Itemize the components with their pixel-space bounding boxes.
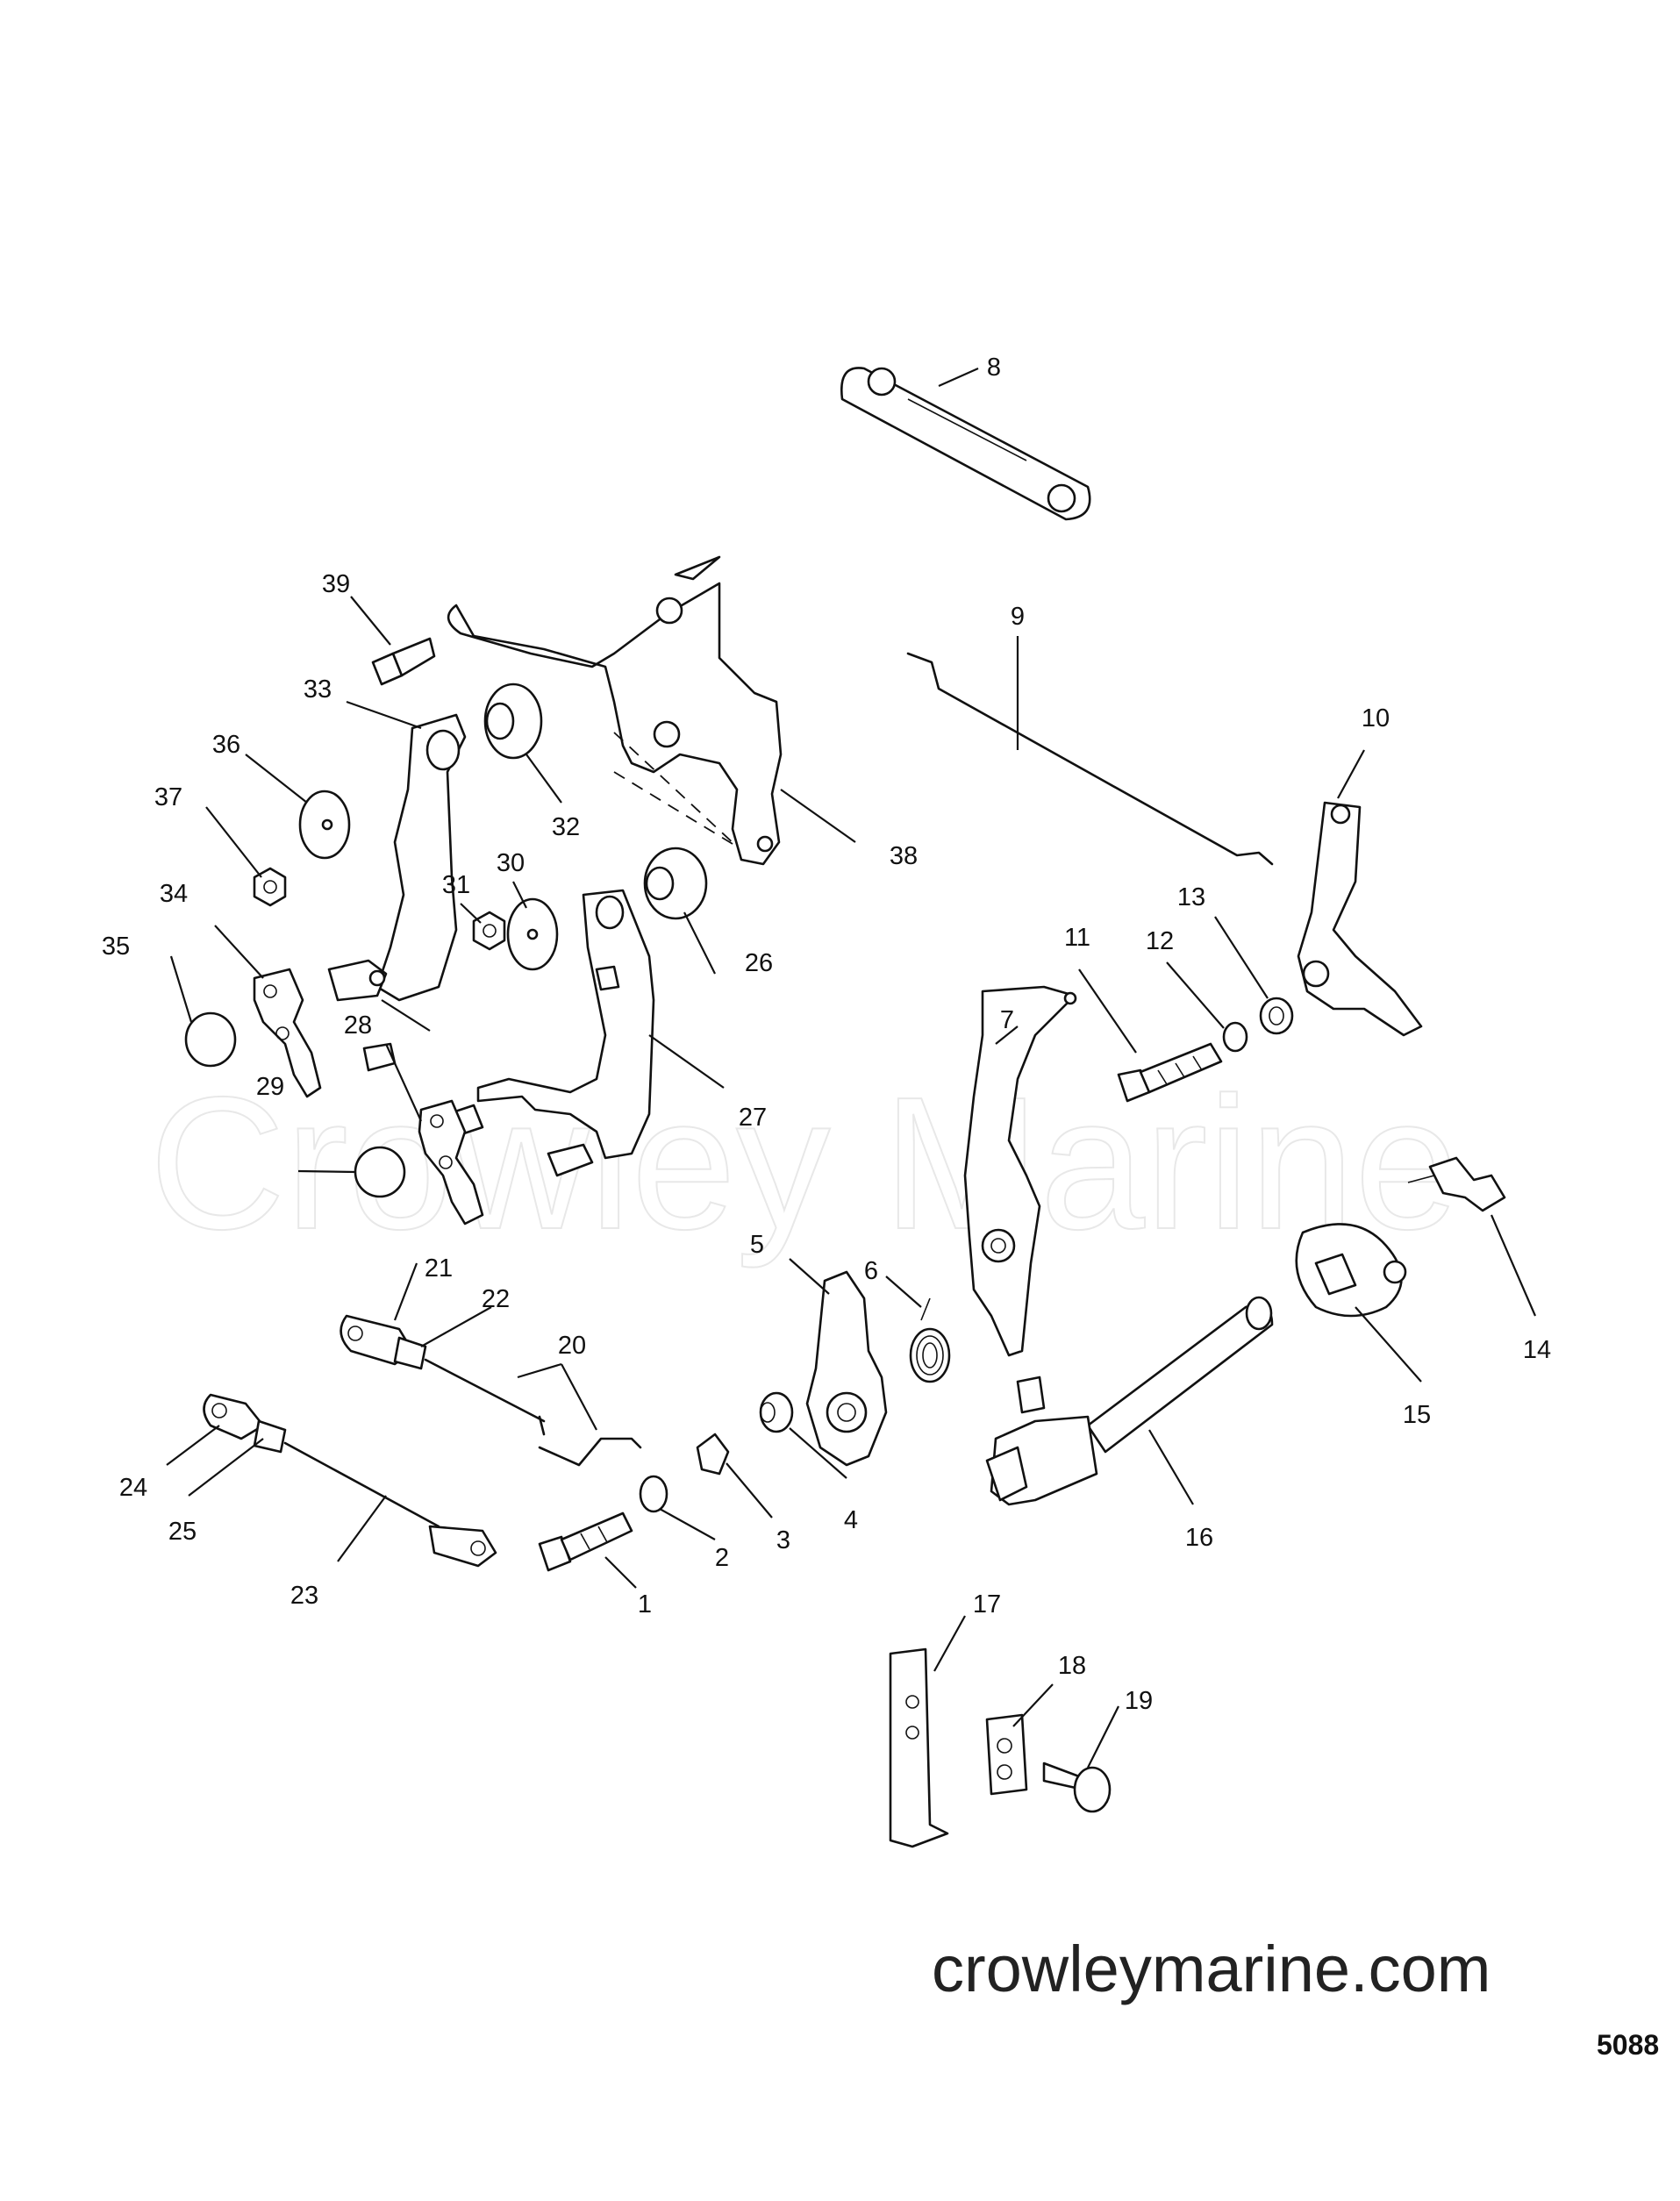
callout-5: 5	[750, 1231, 764, 1259]
part-26-flanged-bushing	[643, 847, 708, 920]
part-4-bushing	[759, 1391, 794, 1433]
part-10-lever	[1297, 801, 1423, 1037]
callout-39: 39	[322, 570, 350, 598]
part-7-cam	[963, 985, 1077, 1357]
website-url: crowleymarine.com	[932, 1933, 1491, 2005]
callout-17: 17	[973, 1590, 1001, 1619]
callout-24: 24	[119, 1474, 147, 1502]
part-16-shaft	[985, 1296, 1274, 1506]
callout-36: 36	[212, 731, 240, 759]
part-37-nut	[253, 867, 287, 907]
part-25-sleeve	[253, 1419, 287, 1454]
part-29-cap	[354, 1146, 406, 1198]
part-5-bracket	[805, 1270, 888, 1467]
watermark: Crowley Marine	[149, 1057, 1459, 1268]
part-17-strap	[889, 1647, 949, 1848]
part-11-bolt	[1117, 1042, 1223, 1103]
callout-15: 15	[1403, 1401, 1431, 1429]
callout-9: 9	[1011, 603, 1025, 631]
callout-13: 13	[1177, 883, 1205, 911]
callout-21: 21	[425, 1254, 453, 1283]
part-32-flanged-bushing	[483, 682, 543, 760]
leader-lines	[166, 367, 1537, 1769]
callout-34: 34	[160, 880, 188, 908]
part-39-screw	[371, 637, 436, 686]
callout-1: 1	[638, 1590, 652, 1619]
callout-25: 25	[168, 1518, 197, 1546]
callout-8: 8	[987, 354, 1001, 382]
parts-artwork	[184, 367, 1506, 1848]
part-14-clip	[1407, 1156, 1506, 1212]
part-22-sleeve	[393, 1336, 427, 1370]
callout-16: 16	[1185, 1524, 1213, 1552]
part-6-spring	[909, 1297, 951, 1383]
part-18-plate	[985, 1713, 1028, 1796]
part-1-bolt	[538, 1511, 633, 1572]
callout-14: 14	[1523, 1336, 1551, 1364]
callout-6: 6	[864, 1257, 878, 1285]
callout-19: 19	[1125, 1687, 1153, 1715]
callout-18: 18	[1058, 1652, 1086, 1680]
part-24-link-end	[203, 1393, 265, 1440]
callout-2: 2	[715, 1544, 729, 1572]
part-30-washer	[506, 897, 559, 971]
part-12-washer	[1222, 1021, 1248, 1053]
callout-11: 11	[1064, 924, 1090, 952]
part-33-arm	[327, 713, 467, 1072]
part-20-rod	[424, 1358, 642, 1467]
part-34-clip	[253, 968, 322, 1098]
callout-38: 38	[890, 842, 918, 870]
part-36-washer	[298, 790, 351, 860]
part-35-cap	[184, 1011, 237, 1068]
callout-29: 29	[256, 1073, 284, 1101]
callout-20: 20	[558, 1332, 586, 1360]
part-19-screw	[1042, 1762, 1112, 1813]
callout-32: 32	[552, 813, 580, 841]
callout-3: 3	[776, 1526, 790, 1554]
part-3-clip	[696, 1433, 730, 1476]
part-38-bracket	[447, 555, 783, 866]
callout-23: 23	[290, 1582, 318, 1610]
callout-4: 4	[844, 1506, 858, 1534]
callout-33: 33	[304, 675, 332, 704]
callout-28: 28	[344, 1011, 372, 1040]
callout-numbers: 1 2 3 4 5 6 7 8 9 10 11 12 13 14 15 16 1…	[102, 354, 1551, 1715]
part-15-shift-cam	[1295, 1223, 1407, 1318]
callout-37: 37	[154, 783, 182, 811]
callout-31: 31	[442, 871, 470, 899]
callout-26: 26	[745, 949, 773, 977]
callout-27: 27	[739, 1104, 767, 1132]
callout-12: 12	[1146, 927, 1174, 955]
callout-35: 35	[102, 933, 130, 961]
part-9-wire-rod	[906, 652, 1274, 866]
part-8-link-bar	[840, 367, 1091, 521]
callout-30: 30	[497, 849, 525, 877]
part-23-link-rod	[283, 1441, 497, 1568]
callout-10: 10	[1362, 704, 1390, 732]
callout-22: 22	[482, 1285, 510, 1313]
diagram-code: 5088	[1597, 2029, 1659, 2061]
part-2-washer	[639, 1475, 668, 1513]
part-31-nut	[472, 911, 506, 951]
part-28-clip	[418, 1099, 484, 1226]
part-13-bushing	[1259, 997, 1294, 1035]
callout-7: 7	[1000, 1006, 1014, 1034]
